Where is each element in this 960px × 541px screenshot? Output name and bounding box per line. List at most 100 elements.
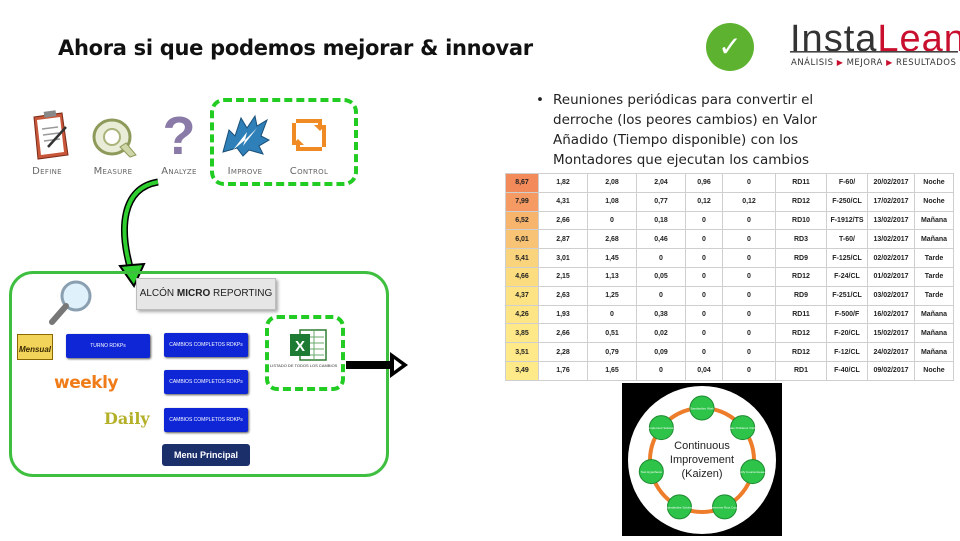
- table-cell: 13/02/2017: [867, 210, 915, 231]
- kaizen-step-label: Standardize Solution: [666, 505, 694, 509]
- table-cell: 0: [636, 360, 686, 381]
- table-cell-score: 6,01: [505, 229, 539, 250]
- turno-rdkps-button[interactable]: TURNO RDKPs: [66, 334, 150, 358]
- excel-icon[interactable]: X: [288, 327, 328, 363]
- svg-text:?: ?: [163, 108, 196, 162]
- dmaic-improve-label: Improve: [227, 166, 263, 177]
- table-cell: 0: [685, 229, 723, 250]
- table-cell: F-24/CL: [826, 266, 868, 287]
- kaizen-step-node: [740, 459, 766, 485]
- kaizen-step-node: [638, 459, 664, 485]
- kaizen-step-node: [689, 395, 715, 421]
- logo-tagline: ANÁLISIS ▶ MEJORA ▶ RESULTADOS: [791, 58, 957, 68]
- table-cell: 0: [587, 304, 637, 325]
- table-cell: 3,01: [538, 248, 588, 268]
- table-cell: 1,76: [538, 360, 588, 381]
- table-cell: 0: [685, 323, 723, 344]
- reporting-panel: [9, 271, 389, 477]
- table-cell: RD11: [775, 173, 827, 193]
- table-cell-score: 3,51: [505, 342, 539, 362]
- table-cell: Tarde: [914, 266, 954, 287]
- question-mark-icon: ?: [163, 108, 196, 162]
- lightning-icon: [222, 114, 271, 157]
- table-cell: 17/02/2017: [867, 191, 915, 212]
- dmaic-analyze: ? Analyze: [146, 108, 212, 177]
- table-cell-score: 3,49: [505, 360, 539, 381]
- logo-underline: [790, 51, 958, 53]
- table-cell: F-12/CL: [826, 342, 868, 362]
- table-cell: RD11: [775, 304, 827, 325]
- cambios-completos-button-3[interactable]: CAMBIOS COMPLETOS RDKPs: [164, 408, 248, 432]
- table-cell: F-500/F: [826, 304, 868, 325]
- dmaic-control-label: Control: [289, 166, 329, 177]
- table-cell: 0,12: [722, 191, 776, 212]
- kaizen-step-label: Implement Solution: [649, 426, 675, 430]
- table-cell: 0: [685, 342, 723, 362]
- micro-reporting-banner: ALCÓN MICRO REPORTING: [136, 278, 276, 310]
- table-cell: 0,77: [636, 191, 686, 212]
- table-cell: 2,63: [538, 285, 588, 306]
- right-arrow-icon: [346, 352, 408, 378]
- table-cell: RD1: [775, 360, 827, 381]
- table-cell: 2,08: [587, 173, 637, 193]
- table-cell: 16/02/2017: [867, 304, 915, 325]
- table-cell: RD12: [775, 342, 827, 362]
- table-cell: Tarde: [914, 248, 954, 268]
- dmaic-control: Control: [276, 108, 342, 177]
- table-cell-score: 8,67: [505, 173, 539, 193]
- svg-text:X: X: [295, 338, 305, 355]
- table-cell-score: 4,66: [505, 266, 539, 287]
- table-cell-score: 5,41: [505, 248, 539, 268]
- table-cell: 2,68: [587, 229, 637, 250]
- dmaic-measure: Measure: [80, 108, 146, 177]
- dmaic-analyze-label: Analyze: [161, 166, 197, 177]
- table-cell: 0: [685, 266, 723, 287]
- instalean-logo: InstaLean ANÁLISIS ▶ MEJORA ▶ RESULTADOS: [790, 18, 960, 70]
- table-cell: RD3: [775, 229, 827, 250]
- kaizen-line2: Improvement: [670, 454, 734, 466]
- table-cell: 0,79: [587, 342, 637, 362]
- magnifier-icon: [49, 280, 92, 325]
- table-cell: Tarde: [914, 285, 954, 306]
- table-cell: 0,96: [685, 173, 723, 193]
- table-cell-score: 4,26: [505, 304, 539, 325]
- cycle-arrows-icon: [292, 119, 326, 151]
- table-cell-score: 6,52: [505, 210, 539, 231]
- table-cell: 02/02/2017: [867, 248, 915, 268]
- table-cell: 1,08: [587, 191, 637, 212]
- table-cell: 0,12: [685, 191, 723, 212]
- kaizen-step-node: [648, 415, 674, 441]
- clipboard-icon: [33, 110, 69, 160]
- excel-highlight: [265, 315, 345, 391]
- kaizen-step-node: [730, 415, 756, 441]
- table-cell: RD10: [775, 210, 827, 231]
- menu-principal-button[interactable]: Menu Principal: [162, 444, 250, 466]
- table-cell: 0: [722, 266, 776, 287]
- table-cell: 0,04: [685, 360, 723, 381]
- table-cell: F-251/CL: [826, 285, 868, 306]
- bullet-text: Reuniones periódicas para convertir el d…: [553, 92, 818, 168]
- table-cell: RD12: [775, 323, 827, 344]
- table-cell: RD12: [775, 191, 827, 212]
- table-cell: Noche: [914, 360, 954, 381]
- table-cell: 0: [722, 210, 776, 231]
- kaizen-step-label: Make Problems Visible: [727, 426, 758, 430]
- cambios-completos-button-2[interactable]: CAMBIOS COMPLETOS RDKPs: [164, 370, 248, 394]
- table-cell-score: 7,99: [505, 191, 539, 212]
- kaizen-step-label: Determine Root Cause: [709, 505, 740, 509]
- cambios-completos-button-1[interactable]: CAMBIOS COMPLETOS RDKPs: [164, 333, 248, 357]
- table-cell: 0: [722, 229, 776, 250]
- table-cell: 2,87: [538, 229, 588, 250]
- kaizen-diagram: Continuous Improvement (Kaizen) Standard…: [622, 383, 782, 536]
- kaizen-step-label: Test Hypothesis: [641, 470, 663, 474]
- table-cell: RD9: [775, 285, 827, 306]
